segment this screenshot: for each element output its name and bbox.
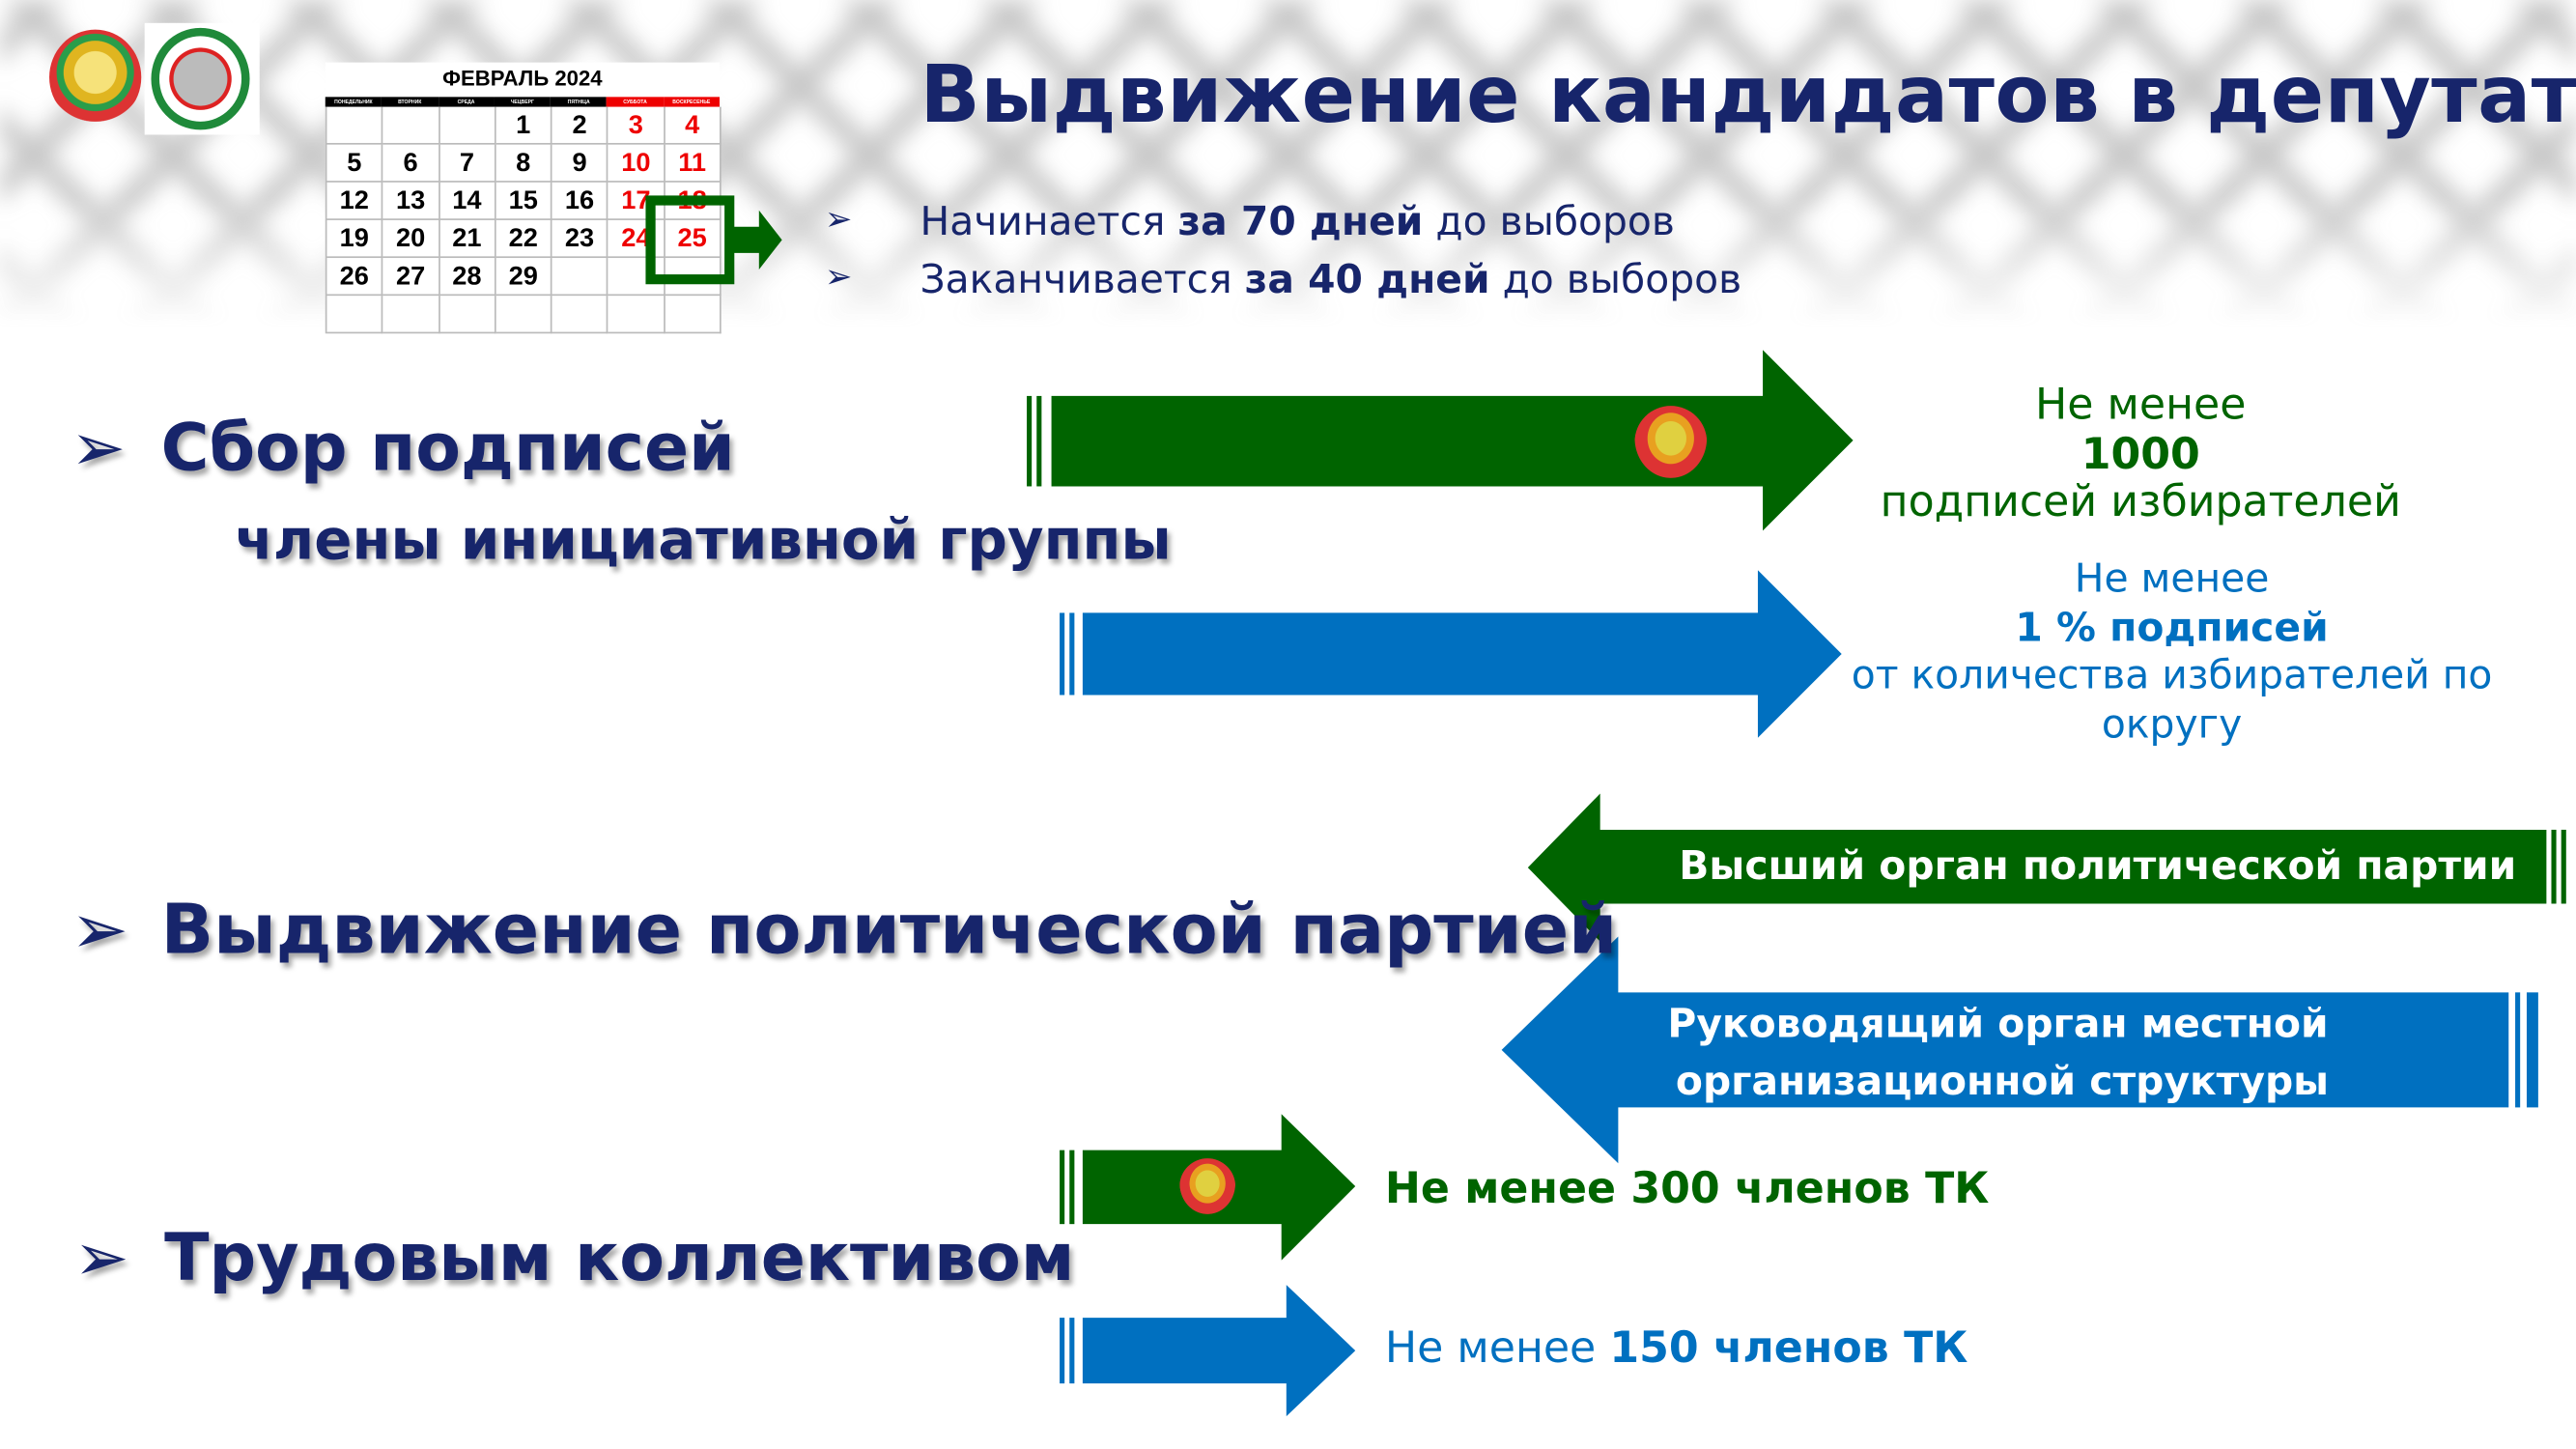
calendar-day: 5 <box>326 144 383 183</box>
calendar-day: 4 <box>665 106 722 145</box>
calendar-day <box>326 296 383 334</box>
calendar-title: ФЕВРАЛЬ 2024 <box>442 66 603 91</box>
text: Сбор подписей <box>160 411 735 487</box>
calendar-day: 20 <box>382 219 440 259</box>
calendar-day <box>665 296 722 334</box>
emblem-icon <box>1179 1158 1236 1214</box>
signatures-blue-text: Не менее 1 % подписей от количества изби… <box>1843 555 2500 750</box>
arrow-bullet-icon: ➢ <box>71 889 129 970</box>
text: Заканчивается <box>920 256 1245 302</box>
calendar-weekday: ЧЕЦВЕРГ <box>494 97 552 107</box>
calendar-day: 9 <box>552 144 609 183</box>
calendar-day: 8 <box>495 144 552 183</box>
calendar-day: 25 <box>665 219 722 259</box>
calendar-weekday: ВТОРНИК <box>382 97 439 107</box>
calendar-day: 3 <box>609 106 665 145</box>
text: подписей избирателей <box>1880 477 2401 527</box>
calendar-day: 27 <box>382 258 440 297</box>
labor-blue-arrow <box>1060 1285 1356 1417</box>
calendar-day <box>326 106 383 145</box>
calendar-weekday: ПЯТНІЦА <box>551 97 608 107</box>
calendar-day: 26 <box>326 258 383 297</box>
text: до выборов <box>1489 256 1742 302</box>
calendar-highlight-arrow <box>645 195 782 285</box>
calendar-day: 15 <box>495 182 552 220</box>
calendar-day: 11 <box>665 144 722 183</box>
calendar-day: 12 <box>326 182 383 220</box>
party-green-text: Высший орган политической партии <box>1679 842 2517 890</box>
calendar-day: 23 <box>552 219 609 259</box>
arrow-bullet-icon: ➢ <box>73 1220 129 1297</box>
section-labor-title: ➢ Трудовым коллективом <box>74 1220 1075 1297</box>
calendar-weekday: СРЕДА <box>438 97 495 107</box>
calendar-day: 22 <box>495 219 552 259</box>
election-commission-logo-icon <box>144 22 260 135</box>
calendar-day <box>552 258 609 297</box>
text-bold: за 40 дней <box>1244 256 1490 302</box>
section-signatures-subtitle: члены инициативной группы <box>235 507 1172 574</box>
text: Трудовым коллективом <box>164 1220 1075 1297</box>
calendar-day: 14 <box>439 182 496 220</box>
bullet-start: ➢ Начинается за 70 дней до выборов <box>825 198 1675 245</box>
party-blue-text-1: Руководящий орган местной <box>1667 1000 2329 1047</box>
calendar-day: 28 <box>439 258 496 297</box>
calendar-day: 16 <box>552 182 609 220</box>
calendar-day: 13 <box>382 182 440 220</box>
calendar-day: 1 <box>495 106 552 145</box>
calendar-day: 19 <box>326 219 383 259</box>
arrow-bullet-icon: ➢ <box>824 198 853 239</box>
text: Начинается <box>920 198 1178 245</box>
text-bold: 1000 <box>2081 429 2200 479</box>
calendar-day <box>439 296 496 334</box>
calendar-day: 6 <box>382 144 440 183</box>
emblem-icon <box>1634 406 1708 478</box>
page-title: Выдвижение кандидатов в депутаты <box>920 49 2576 142</box>
signatures-blue-arrow <box>1060 570 1842 738</box>
calendar-day: 29 <box>495 258 552 297</box>
calendar-day: 2 <box>552 106 609 145</box>
calendar-day <box>382 106 440 145</box>
text: Выдвижение политической партией <box>160 889 1618 970</box>
party-green-arrow <box>1527 793 2566 942</box>
calendar-weekday: СУББОТА <box>607 97 664 107</box>
text: Не менее <box>1384 1323 1610 1374</box>
calendar-day <box>382 296 440 334</box>
calendar-day <box>609 296 665 334</box>
calendar-weekday: ПОНЕДЕЛЬНИК <box>325 97 382 107</box>
labor-green-text: Не менее 300 членов ТК <box>1384 1164 1990 1214</box>
belarus-emblem-icon <box>49 29 142 126</box>
labor-blue-text: Не менее 150 членов ТК <box>1385 1324 1968 1374</box>
section-party-title: ➢ Выдвижение политической партией <box>71 889 1618 970</box>
arrow-bullet-icon: ➢ <box>71 411 127 487</box>
text: Не менее <box>2074 554 2270 602</box>
text: Не менее <box>2035 381 2247 431</box>
arrow-bullet-icon: ➢ <box>824 256 853 297</box>
calendar-day: 7 <box>439 144 496 183</box>
calendar-day: 10 <box>609 144 665 183</box>
signatures-green-text: Не менее 1000 подписей избирателей <box>1812 381 2469 528</box>
calendar-day <box>495 296 552 334</box>
calendar-day <box>552 296 609 334</box>
party-blue-text-2: организационной структуры <box>1675 1058 2330 1104</box>
text: до выборов <box>1423 198 1675 245</box>
text-bold: 1 % подписей <box>2015 604 2329 650</box>
bullet-end: ➢ Заканчивается за 40 дней до выборов <box>825 256 1742 302</box>
calendar-day <box>439 106 496 145</box>
party-blue-arrow <box>1501 936 2538 1164</box>
calendar-day: 24 <box>609 219 665 259</box>
calendar-weekday: ВОСКРЕСЕНЬЕ <box>663 97 720 107</box>
calendar-day: 21 <box>439 219 496 259</box>
text-bold: за 70 дней <box>1177 198 1424 245</box>
text-bold: 150 членов ТК <box>1609 1323 1968 1374</box>
text: округу <box>2101 700 2243 748</box>
signatures-green-arrow <box>1027 350 1854 531</box>
section-signatures-title: ➢ Сбор подписей <box>71 411 735 487</box>
text: от количества избирателей по <box>1851 652 2493 698</box>
